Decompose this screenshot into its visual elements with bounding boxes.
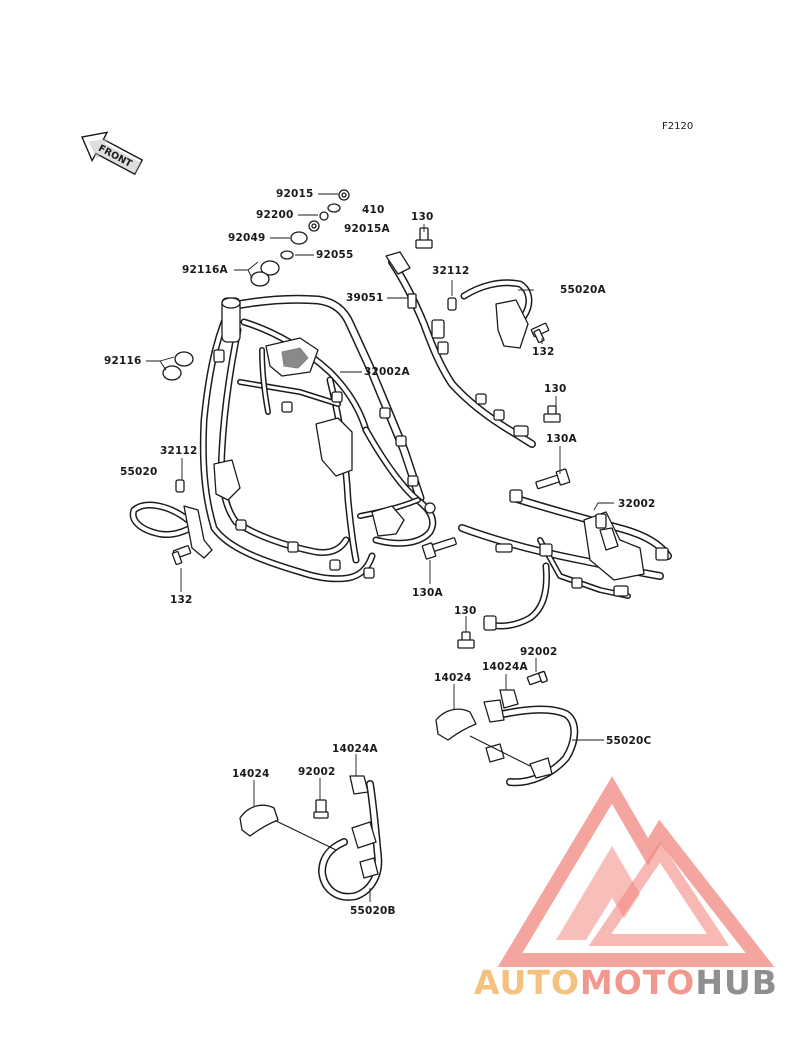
nut-92200 (319, 211, 329, 221)
rear-subframe-32002 (458, 489, 672, 599)
bracket-14024A-right (499, 689, 519, 709)
label-55020C: 55020C (606, 735, 652, 747)
label-92015A: 92015A (344, 223, 391, 235)
footrest-55020 (129, 501, 213, 559)
washer-410 (327, 203, 341, 213)
rear-footrest-arm (483, 562, 550, 631)
pin-32112-top (447, 297, 457, 311)
guard-55020C (469, 699, 579, 787)
label-92116A: 92116A (182, 264, 229, 276)
bolt-132-left (171, 545, 192, 566)
label-39051: 39051 (346, 292, 384, 304)
bolt-92002-left (313, 799, 329, 819)
watermark-part3: HUB (695, 963, 778, 1002)
bushing-92116A (250, 260, 280, 287)
part-labels: 92015 410 92200 92015A 92049 92055 92116… (104, 188, 656, 917)
label-130A-mid: 130A (546, 433, 578, 445)
nut-92015A (308, 220, 320, 232)
label-130A-low: 130A (412, 587, 444, 599)
main-frame-32002A (199, 294, 437, 583)
bracket-14024A-left (349, 775, 369, 795)
upper-side-rail (385, 251, 536, 448)
label-55020: 55020 (120, 466, 158, 478)
label-92015: 92015 (276, 188, 314, 200)
bolt-92002-right (526, 670, 548, 686)
label-92002-right: 92002 (520, 646, 558, 658)
label-92116: 92116 (104, 355, 142, 367)
watermark-wordmark: AUTOMOTOHUB (474, 963, 778, 1002)
watermark-logo-icon (497, 776, 775, 967)
bolt-130-low (457, 631, 475, 649)
label-132-left: 132 (170, 594, 193, 606)
label-55020A: 55020A (560, 284, 607, 296)
label-92200: 92200 (256, 209, 294, 221)
diagram-code: F2120 (662, 121, 693, 132)
bushing-92116 (162, 351, 194, 381)
label-130-top: 130 (411, 211, 434, 223)
oring-92055 (280, 250, 294, 260)
label-55020B: 55020B (350, 905, 396, 917)
label-14024A-left: 14024A (332, 743, 379, 755)
bolt-130-top (415, 227, 433, 249)
label-92002-left: 92002 (298, 766, 336, 778)
front-arrow-icon: FRONT (80, 131, 144, 176)
bolt-130A-mid (535, 468, 571, 490)
bolt-132-right (530, 322, 550, 344)
label-132-right: 132 (532, 346, 555, 358)
bracket-14024-left (239, 804, 279, 837)
leader-lines (146, 193, 614, 902)
label-14024A-right: 14024A (482, 661, 529, 673)
collar-92049 (290, 231, 308, 245)
watermark-part2: MOTO (580, 963, 695, 1002)
nut-92015 (338, 189, 350, 201)
label-14024-left: 14024 (232, 768, 270, 780)
label-14024-right: 14024 (434, 672, 472, 684)
footrest-55020A (460, 279, 533, 349)
label-410: 410 (362, 204, 385, 216)
label-130-mid: 130 (544, 383, 567, 395)
bolt-130A-low (421, 537, 457, 560)
label-32002: 32002 (618, 498, 656, 510)
bracket-14024-right (435, 708, 477, 741)
watermark-part1: AUTO (474, 963, 580, 1002)
label-130-low: 130 (454, 605, 477, 617)
label-32112-left: 32112 (160, 445, 198, 457)
label-32002A: 32002A (364, 366, 411, 378)
pin-32112-left (175, 479, 185, 493)
svg-text:AUTOMOTOHUB: AUTOMOTOHUB (474, 963, 778, 1002)
guard-55020B (269, 780, 383, 901)
label-92049: 92049 (228, 232, 266, 244)
label-32112-top: 32112 (432, 265, 470, 277)
label-92055: 92055 (316, 249, 354, 261)
bolt-130-mid (543, 405, 561, 423)
